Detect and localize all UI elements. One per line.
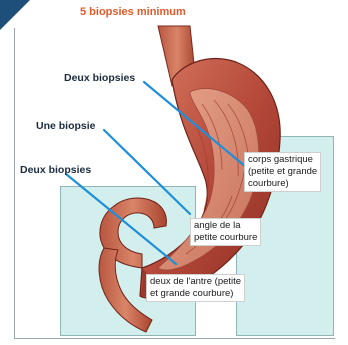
label-deux-biopsies-left: Deux biopsies (20, 164, 91, 176)
note-antre-line-2: et grande courbure) (150, 288, 241, 300)
diagram-title: 5 biopsies minimum (80, 6, 186, 18)
note-angle-line-2: petite courbure (194, 232, 257, 244)
note-corps-line-3: courbure) (248, 178, 317, 190)
note-antre-line-1: deux de l'antre (petite (150, 276, 241, 288)
note-angle-line-1: angle de la (194, 220, 257, 232)
note-corps-gastrique: corps gastrique (petite et grande courbu… (244, 152, 321, 192)
label-deux-biopsies-top: Deux biopsies (64, 72, 135, 84)
note-corps-line-1: corps gastrique (248, 154, 317, 166)
note-angle-petite-courbure: angle de la petite courbure (190, 218, 261, 246)
note-corps-line-2: (petite et grande (248, 166, 317, 178)
note-antre: deux de l'antre (petite et grande courbu… (146, 274, 245, 302)
label-une-biopsie: Une biopsie (36, 120, 96, 132)
